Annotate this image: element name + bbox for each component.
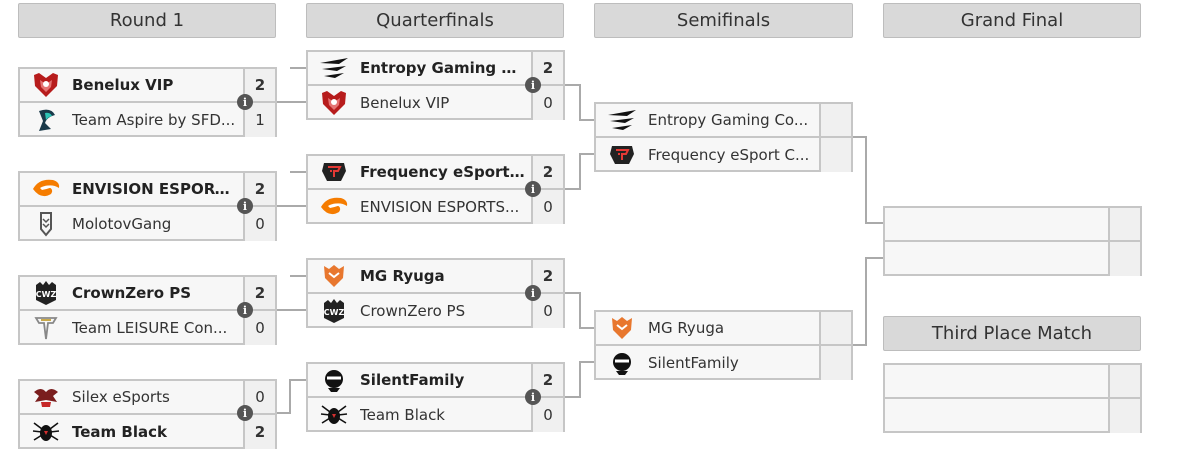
team-name: CrownZero PS [360,302,466,320]
svg-text:CWZ: CWZ [324,308,345,317]
envision-esports-logo [308,190,360,224]
third-place-header: Third Place Match [883,316,1141,351]
team-name: Frequency eSport C... [648,146,810,164]
silex-esports-logo [20,380,72,414]
benelux-vip-logo [308,86,360,120]
team-score [819,104,851,136]
round-header-round1: Round 1 [18,3,276,38]
info-icon[interactable]: i [525,285,541,301]
team-score [1108,365,1140,397]
team-slot-bottom[interactable]: Team Aspire by SFD...1 [20,103,275,137]
info-icon[interactable]: i [237,94,253,110]
crownzero-logo: CWZ [20,276,72,310]
team-name: Team Black [72,423,167,441]
round-header-grand-final: Grand Final [883,3,1141,38]
entropy-gaming-logo [596,103,648,137]
team-slot-bottom[interactable]: Team Black 2 [20,415,275,449]
team-slot-top[interactable]: ENVISION ESPORT...2 [20,173,275,207]
team-score: 2 [243,415,275,449]
team-score [1108,399,1140,433]
grand-final-match[interactable] [883,206,1142,276]
mg-ryuga-logo [308,259,360,293]
molotovgang-logo [20,207,72,241]
team-slot-bottom[interactable]: SilentFamily [596,346,851,380]
team-score [819,312,851,344]
team-slot-bottom[interactable] [885,399,1140,433]
team-name: Entropy Gaming Co... [648,111,809,129]
team-name: ENVISION ESPORTS... [360,198,520,216]
team-slot-bottom[interactable]: Team LEISURE Con... 0 [20,311,275,345]
team-name: SilentFamily [648,354,739,372]
silentfamily-logo [596,346,648,380]
info-icon[interactable]: i [237,198,253,214]
info-icon[interactable]: i [525,181,541,197]
frequency-esport-logo [596,138,648,172]
team-name: Entropy Gaming C... [360,59,530,77]
team-name: MG Ryuga [648,319,725,337]
team-name: SilentFamily [360,371,465,389]
team-leisure-logo [20,311,72,345]
envision-esports-logo [20,172,72,206]
team-name: CrownZero PS [72,284,192,302]
info-icon[interactable]: i [237,405,253,421]
team-name: Benelux VIP [72,76,174,94]
team-name: MG Ryuga [360,267,445,285]
team-name: MolotovGang [72,215,172,233]
team-score [1108,208,1140,240]
silentfamily-logo [308,363,360,397]
empty-logo-slot [885,399,937,433]
team-slot-top[interactable]: MG Ryuga [596,312,851,346]
info-icon[interactable]: i [237,302,253,318]
semifinal-match-1[interactable]: Entropy Gaming Co... Frequency eSport C..… [594,102,853,172]
team-aspire-logo [20,103,72,137]
team-name: ENVISION ESPORT... [72,180,240,198]
info-icon[interactable]: i [525,389,541,405]
crownzero-logo: CWZ [308,294,360,328]
empty-logo-slot [885,364,937,398]
benelux-vip-logo [20,68,72,102]
team-score [819,346,851,380]
entropy-gaming-logo [308,51,360,85]
empty-logo-slot [885,207,937,241]
team-name: Team Black [360,406,445,424]
empty-logo-slot [885,242,937,276]
frequency-esport-logo [308,155,360,189]
team-slot-bottom[interactable]: ENVISION ESPORTS...0 [308,190,563,224]
team-name: Benelux VIP [360,94,450,112]
team-score [819,138,851,172]
team-slot-bottom[interactable]: Frequency eSport C... [596,138,851,172]
round-header-quarterfinals: Quarterfinals [306,3,564,38]
team-name: Silex eSports [72,388,170,406]
round-header-semifinals: Semifinals [594,3,853,38]
svg-text:CWZ: CWZ [36,290,57,299]
team-slot-bottom[interactable] [885,242,1140,276]
team-name: Team Aspire by SFD... [72,111,236,129]
team-slot-top[interactable] [885,365,1140,399]
team-name: Team LEISURE Con... [72,319,228,337]
team-name: Frequency eSport ... [360,163,531,181]
team-black-logo [20,415,72,449]
team-score [1108,242,1140,276]
info-icon[interactable]: i [525,77,541,93]
third-place-match[interactable] [883,363,1142,433]
mg-ryuga-logo [596,311,648,345]
team-black-logo [308,398,360,432]
team-score: 0 [243,311,275,345]
team-slot-top[interactable]: Entropy Gaming Co... [596,104,851,138]
team-slot-top[interactable] [885,208,1140,242]
team-slot-top[interactable]: Frequency eSport ...2 [308,156,563,190]
